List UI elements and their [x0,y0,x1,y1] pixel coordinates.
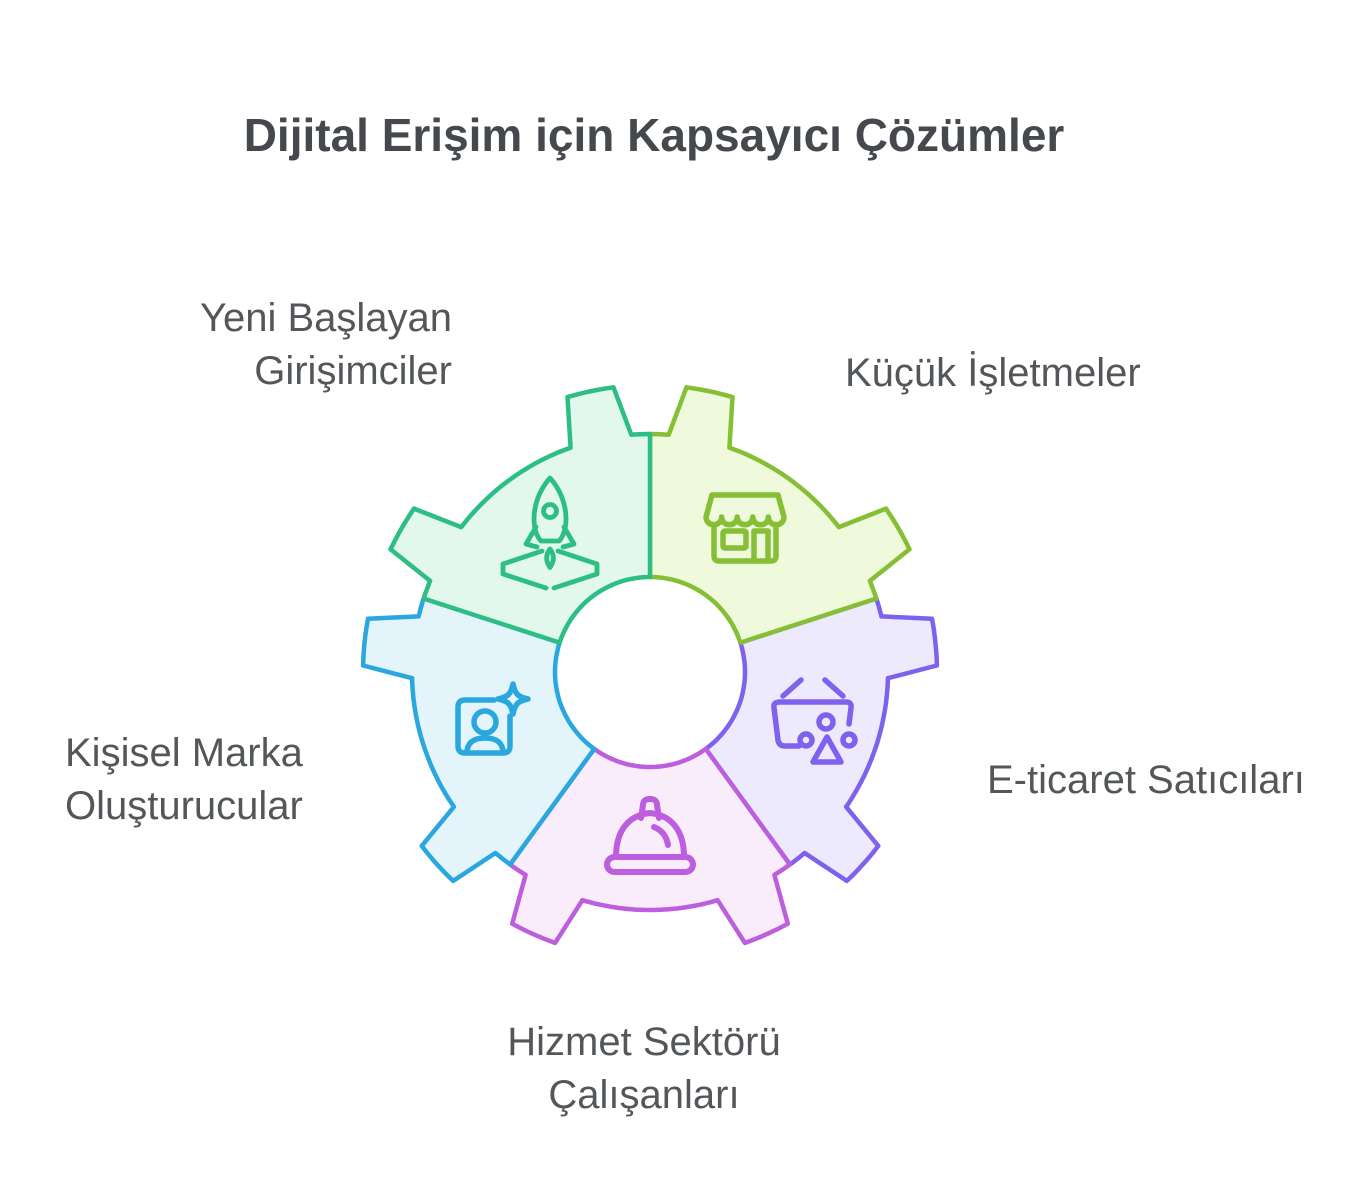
label-line: E-ticaret Satıcıları [987,758,1305,802]
label-line: Girişimciler [254,349,452,393]
segment-label-ecommerce: E-ticaret Satıcıları [987,754,1305,807]
rocket-launch-icon [500,475,600,591]
label-line: Kişisel Marka [65,731,303,775]
label-line: Yeni Başlayan [199,296,452,340]
shopping-basket-icon [771,677,858,765]
label-line: Küçük İşletmeler [845,351,1141,395]
storefront-icon [703,492,787,564]
gear-segment-small-business [647,385,912,645]
label-line: Oluşturucular [65,784,303,828]
segment-label-small-business: Küçük İşletmeler [845,347,1141,400]
gear-segment-service [507,746,793,946]
label-line: Hizmet Sektörü [507,1020,781,1064]
service-bell-icon [604,796,696,875]
gear-segment-ecommerce [703,596,940,884]
diagram-title: Dijital Erişim için Kapsayıcı Çözümler [243,109,1065,161]
segment-label-startups: Yeni Başlayan Girişimciler [200,292,452,398]
segment-label-service: Hizmet Sektörü Çalışanları [394,1016,894,1122]
label-line: Çalışanları [548,1073,740,1117]
profile-badge-icon [455,681,531,756]
segment-label-personal-brand: Kişisel Marka Oluşturucular [65,727,303,833]
